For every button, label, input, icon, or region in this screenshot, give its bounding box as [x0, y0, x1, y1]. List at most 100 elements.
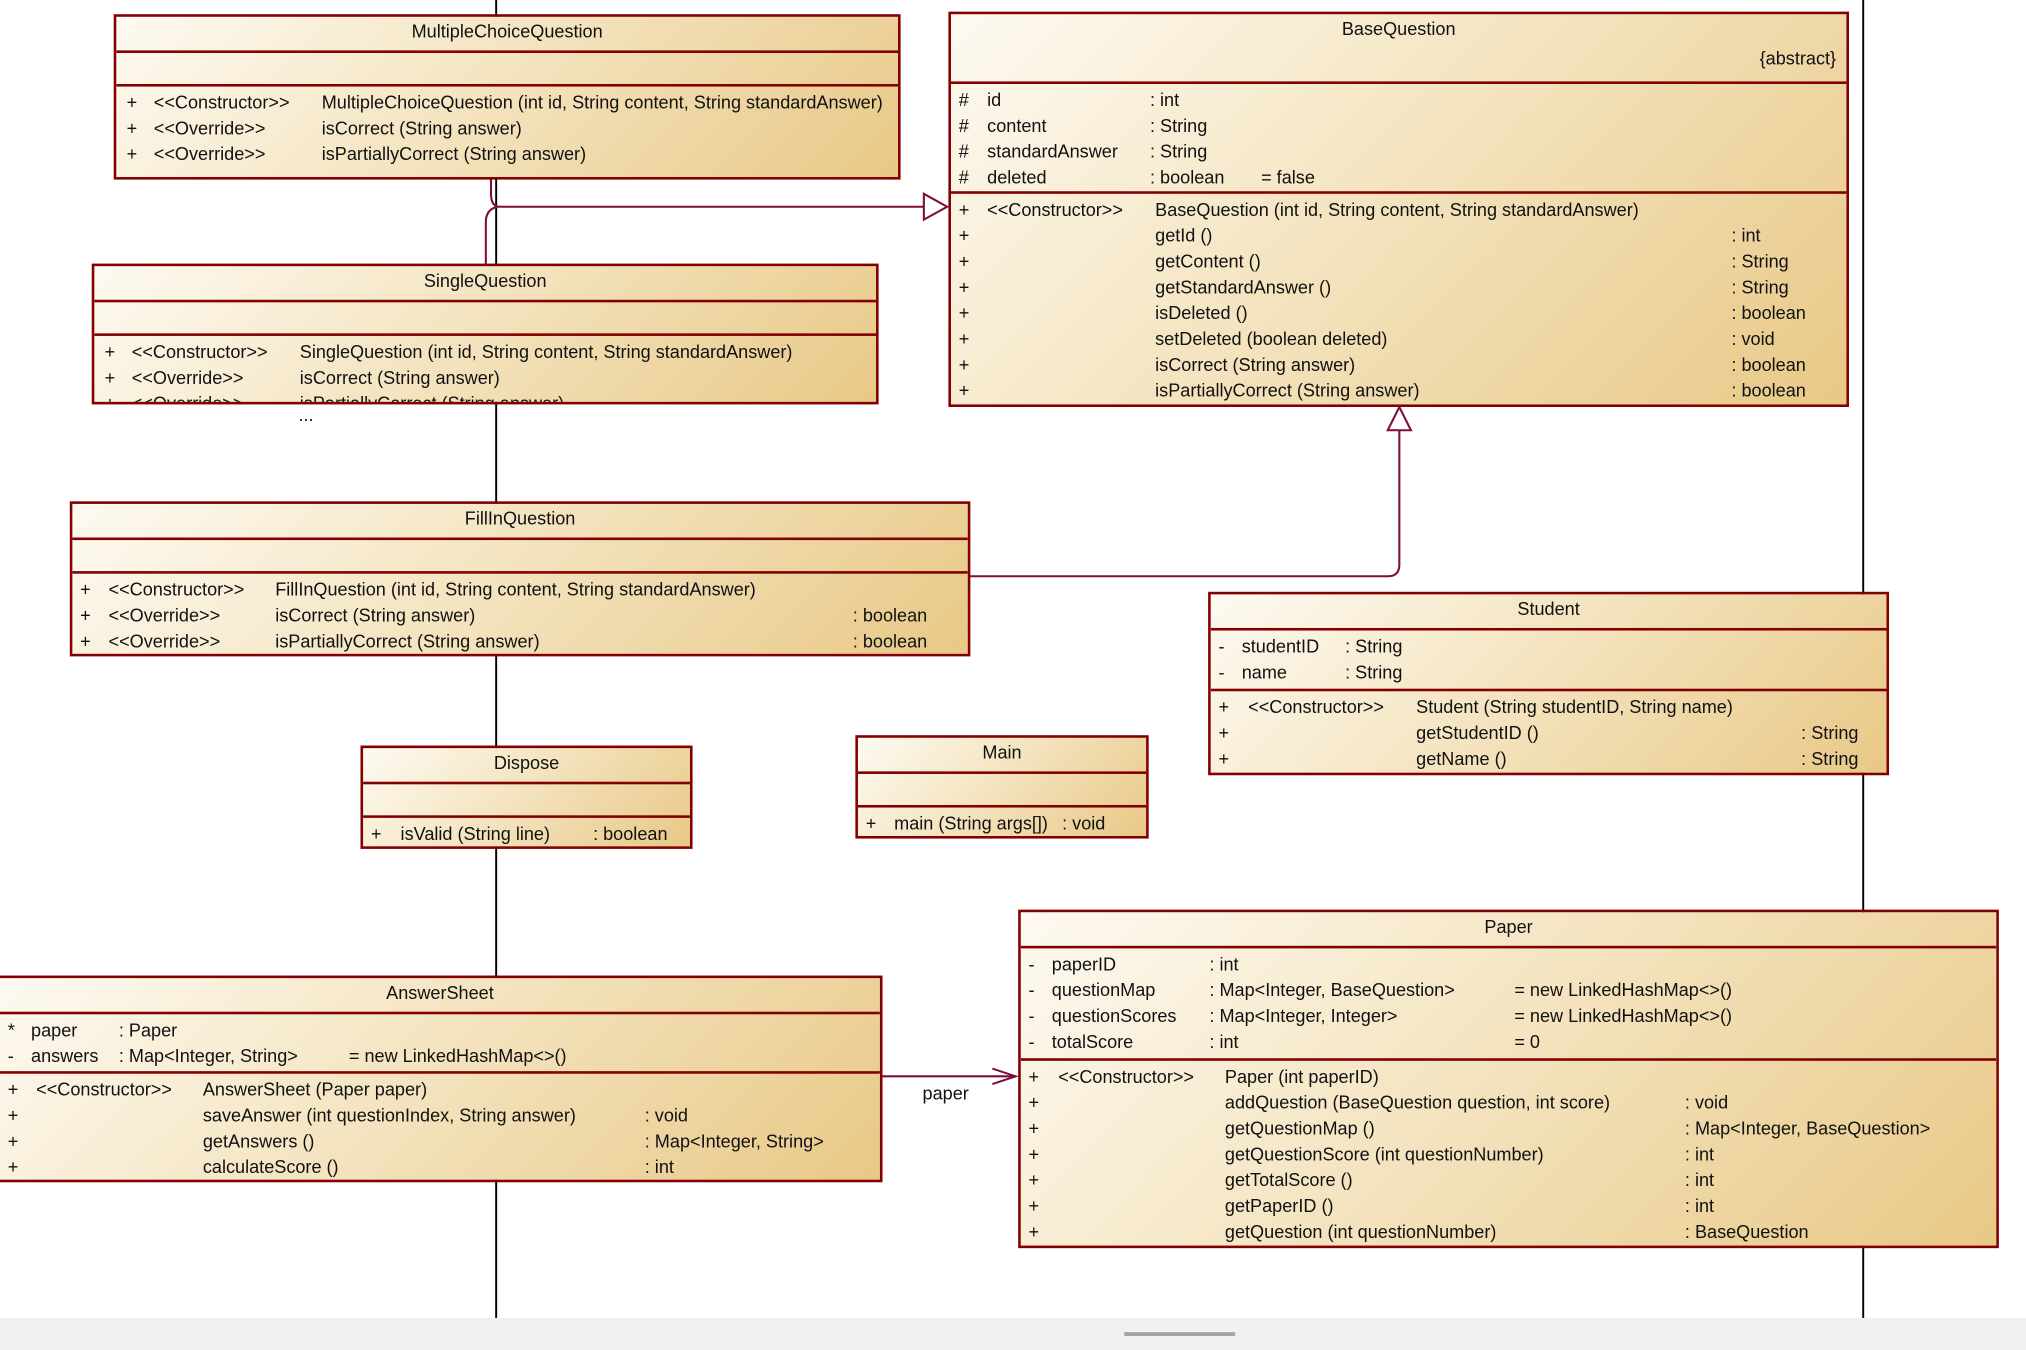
operation-signature: Paper (int paperID): [1224, 1065, 1379, 1087]
return-type: : String: [1731, 250, 1789, 272]
attribute-row[interactable]: -paperID: int: [1021, 951, 1997, 977]
attribute-name: deleted: [987, 166, 1047, 188]
operation-row[interactable]: +<<Override>>isCorrect (String answer): [116, 115, 898, 141]
operation-row[interactable]: +isPartiallyCorrect (String answer): boo…: [951, 377, 1846, 403]
visibility: #: [958, 89, 969, 110]
operation-row[interactable]: +<<Override>>isPartiallyCorrect (String …: [94, 390, 876, 405]
operation-row[interactable]: +getStandardAnswer (): String: [951, 274, 1846, 300]
operation-row[interactable]: +<<Constructor>>BaseQuestion (int id, St…: [951, 196, 1846, 222]
operation-row[interactable]: +<<Constructor>>Student (String studentI…: [1211, 694, 1887, 720]
return-type: : int: [1684, 1143, 1715, 1165]
horizontal-scrollbar[interactable]: [0, 1317, 2026, 1350]
class-box-single[interactable]: SingleQuestion+<<Constructor>>SingleQues…: [91, 263, 879, 405]
attribute-row[interactable]: -questionScores: Map<Integer, Integer>= …: [1021, 1003, 1997, 1029]
attribute-row[interactable]: -totalScore: int= 0: [1021, 1029, 1997, 1055]
class-name: Student: [1517, 598, 1580, 619]
class-box-mcq[interactable]: MultipleChoiceQuestion+<<Constructor>>Mu…: [113, 14, 901, 180]
class-box-student[interactable]: Student -studentID: String-name: String +<…: [1208, 591, 1890, 776]
stereotype: <<Constructor>>: [131, 341, 268, 362]
attributes-compartment: -studentID: String-name: String: [1210, 627, 1887, 689]
operation-row[interactable]: + getAnswers () : Map<Integer, String>: [0, 1128, 880, 1154]
return-type: : String: [1801, 722, 1859, 743]
operation-signature: MultipleChoiceQuestion (int id, String c…: [321, 91, 883, 113]
visibility: +: [104, 392, 116, 405]
operation-signature: Student (String studentID, String name): [1416, 696, 1733, 718]
operations-compartment: +<<Constructor>>MultipleChoiceQuestion (…: [116, 83, 899, 177]
return-type: : boolean: [1731, 379, 1806, 401]
operation-signature: getTotalScore (): [1224, 1169, 1353, 1191]
attributes-compartment: [94, 299, 877, 334]
attribute-row[interactable]: #deleted: boolean= false: [951, 164, 1846, 190]
visibility: +: [104, 341, 116, 362]
generalization-single-to-base[interactable]: [484, 205, 498, 264]
operation-signature: isPartiallyCorrect (String answer): [1155, 379, 1420, 401]
attribute-name: name: [1241, 661, 1287, 683]
operation-row[interactable]: +<<Constructor>>SingleQuestion (int id, …: [94, 339, 876, 365]
operation-row[interactable]: +<<Constructor>>MultipleChoiceQuestion (…: [116, 89, 898, 115]
operation-row[interactable]: +isDeleted (): boolean: [951, 300, 1846, 326]
return-type: : BaseQuestion: [1684, 1221, 1809, 1242]
operation-row[interactable]: +<<Constructor>>Paper (int paperID): [1021, 1063, 1997, 1089]
class-name: SingleQuestion: [423, 270, 547, 291]
return-type: : boolean: [1731, 354, 1806, 375]
generalization-mcq-to-base[interactable]: [489, 177, 924, 208]
visibility: +: [7, 1130, 19, 1152]
operation-row[interactable]: +getId (): int: [951, 222, 1846, 248]
attribute-row[interactable]: #content: String: [951, 112, 1846, 138]
operation-row[interactable]: +<<Override>>isPartiallyCorrect (String …: [72, 628, 967, 654]
attribute-row[interactable]: -studentID: String: [1211, 633, 1887, 659]
scrollbar-thumb[interactable]: [1124, 1332, 1236, 1337]
operation-row[interactable]: +<<Override>>isCorrect (String answer): [94, 364, 876, 390]
operation-row[interactable]: +main (String args[]): void: [858, 810, 1146, 836]
attribute-row[interactable]: -answers: Map<Integer, String>= new Link…: [0, 1043, 880, 1069]
attributes-compartment: #id: int#content: String#standardAnswer:…: [950, 81, 1847, 191]
operation-signature: isPartiallyCorrect (String answer): [299, 392, 565, 405]
class-name: FillInQuestion: [464, 507, 576, 529]
class-box-answersheet[interactable]: AnswerSheet*paper: Paper-answers: Map<In…: [0, 975, 883, 1183]
operation-row[interactable]: +addQuestion (BaseQuestion question, int…: [1021, 1089, 1997, 1115]
operation-row[interactable]: +getName (): String: [1211, 746, 1887, 772]
operation-row[interactable]: +setDeleted (boolean deleted): void: [951, 326, 1846, 352]
visibility: +: [1028, 1065, 1040, 1087]
operation-row[interactable]: +getContent (): String: [951, 248, 1846, 274]
generalization-fillin-to-base[interactable]: [969, 430, 1401, 578]
operations-compartment: +isValid (String line): boolean: [363, 815, 690, 846]
operation-row[interactable]: +calculateScore (): int: [0, 1154, 880, 1180]
operation-row[interactable]: +getQuestionScore (int questionNumber): …: [1021, 1141, 1997, 1167]
visibility: +: [80, 604, 91, 626]
operation-row[interactable]: +<<Constructor>>FillInQuestion (int id, …: [72, 576, 967, 602]
operation-row[interactable]: +saveAnswer (int questionIndex, String a…: [0, 1102, 880, 1128]
operation-row[interactable]: +isValid (String line): boolean: [363, 820, 690, 846]
class-box-main[interactable]: Main+main (String args[]): void: [855, 735, 1149, 839]
stereotype: <<Override>>: [131, 366, 244, 388]
visibility: -: [1028, 1031, 1035, 1052]
class-box-fillin[interactable]: FillInQuestion +<<Constructor>>FillInQues…: [69, 501, 971, 657]
operation-signature: getAnswers (): [202, 1130, 315, 1152]
operation-row[interactable]: +getStudentID (): String: [1211, 720, 1887, 746]
return-type: : int: [644, 1156, 674, 1178]
attributes-compartment: [116, 50, 899, 84]
attributes-compartment: -paperID: int-questionMap: Map<Integer, …: [1020, 945, 1997, 1058]
attribute-row[interactable]: -name: String: [1211, 659, 1887, 685]
attribute-row[interactable]: -questionMap: Map<Integer, BaseQuestion>…: [1021, 977, 1997, 1003]
operation-row[interactable]: +isCorrect (String answer): boolean: [951, 351, 1846, 377]
return-type: : Map<Integer, String>: [644, 1130, 824, 1152]
operation-row[interactable]: +<<Override>>isPartiallyCorrect (String …: [116, 141, 898, 167]
operation-row[interactable]: +<<Constructor>>AnswerSheet (Paper paper…: [0, 1076, 880, 1102]
attribute-row[interactable]: #standardAnswer: String: [951, 138, 1846, 164]
operation-row[interactable]: +getQuestionMap (): Map<Integer, BaseQue…: [1021, 1115, 1997, 1141]
operation-row[interactable]: +getQuestion (int questionNumber): BaseQ…: [1021, 1218, 1997, 1244]
operation-row[interactable]: +getPaperID (): int: [1021, 1193, 1997, 1219]
operations-compartment: +<<Constructor>>BaseQuestion (int id, St…: [950, 191, 1847, 404]
operation-row[interactable]: +getTotalScore (): int: [1021, 1167, 1997, 1193]
visibility: *: [7, 1019, 15, 1041]
class-box-dispose[interactable]: Dispose +isValid (String line): boolean: [360, 745, 693, 849]
operation-row[interactable]: +<<Override>>isCorrect (String answer): …: [72, 602, 967, 628]
attribute-row[interactable]: *paper: Paper: [0, 1017, 880, 1043]
class-name: Dispose: [493, 752, 560, 773]
operations-compartment: +<<Constructor>>SingleQuestion (int id, …: [94, 333, 877, 405]
class-box-paper[interactable]: Paper-paperID: int-questionMap: Map<Inte…: [1018, 909, 1999, 1249]
attribute-row[interactable]: #id: int: [951, 87, 1846, 113]
class-box-base[interactable]: BaseQuestion{abstract}#id: int#content: …: [948, 11, 1849, 408]
